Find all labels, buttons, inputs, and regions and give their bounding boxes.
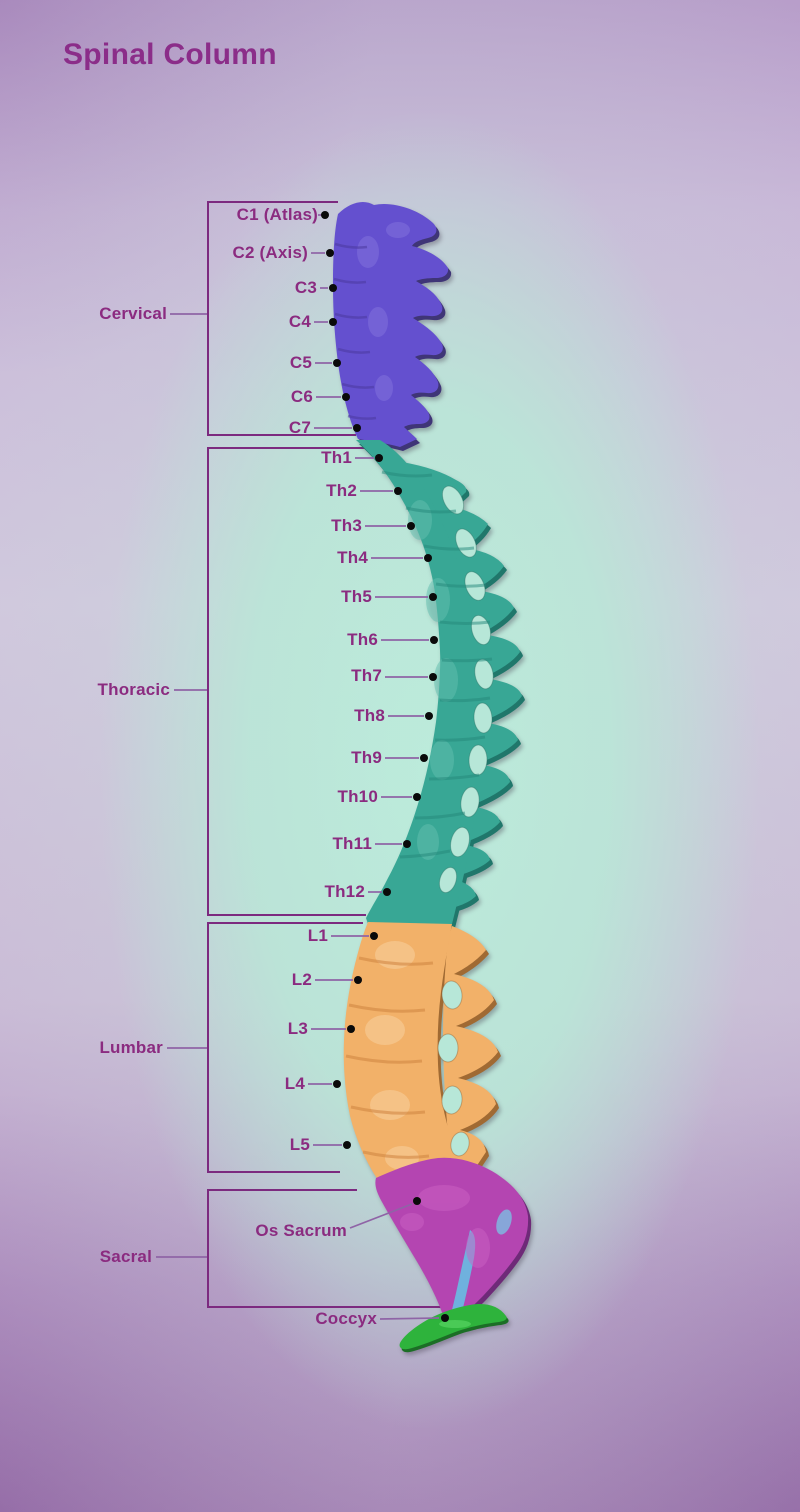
- vertebra-label-th12: Th12: [324, 882, 365, 901]
- vertebra-label-c5: C5: [289, 353, 312, 372]
- vertebra-label-c6: C6: [290, 387, 313, 406]
- lumbar-foramina: [437, 980, 470, 1157]
- part-label-coccyx: Coccyx: [315, 1309, 377, 1328]
- coccyx-bone: [399, 1304, 509, 1353]
- region-connector-lines: [156, 313, 207, 1258]
- region-brackets: [207, 201, 452, 1308]
- vertebra-label-th9: Th9: [351, 748, 382, 767]
- vertebra-label-l4: L4: [284, 1074, 305, 1093]
- part-label-os-sacrum: Os Sacrum: [255, 1221, 347, 1240]
- sacrum-bone: [375, 1157, 532, 1327]
- cervical-bracket: [207, 201, 356, 436]
- thoracic-bracket: [207, 447, 372, 916]
- region-label-lumbar: Lumbar: [99, 1038, 163, 1057]
- vertebra-label-th1: Th1: [321, 448, 352, 467]
- leader-coccyx: [379, 1317, 440, 1320]
- vertebra-label-th7: Th7: [351, 666, 382, 685]
- region-label-cervical: Cervical: [99, 304, 167, 323]
- marker-dots: [321, 211, 449, 1322]
- vertebra-label-th5: Th5: [341, 587, 372, 606]
- vertebra-label-th8: Th8: [354, 706, 385, 725]
- vertebra-label-c2: C2 (Axis): [232, 243, 308, 262]
- leader-lines: [308, 214, 440, 1320]
- vertebra-label-l1: L1: [307, 926, 328, 945]
- sacral-bracket: [207, 1189, 452, 1308]
- vertebra-label-l2: L2: [291, 970, 312, 989]
- vertebra-label-l5: L5: [289, 1135, 310, 1154]
- vertebra-label-th6: Th6: [347, 630, 378, 649]
- vertebra-label-c1: C1 (Atlas): [236, 205, 318, 224]
- vertebra-label-c4: C4: [288, 312, 311, 331]
- vertebra-label-l3: L3: [287, 1019, 308, 1038]
- vertebra-label-c3: C3: [294, 278, 317, 297]
- vertebra-label-th2: Th2: [326, 481, 357, 500]
- cervical-bones: [333, 202, 452, 451]
- vertebra-label-th10: Th10: [337, 787, 378, 806]
- leader-os-sacrum: [349, 1203, 413, 1229]
- vertebra-label-th4: Th4: [337, 548, 368, 567]
- vertebra-label-th11: Th11: [332, 834, 372, 853]
- vertebra-label-th3: Th3: [331, 516, 362, 535]
- region-label-sacral: Sacral: [99, 1247, 152, 1266]
- spine-bones: [333, 202, 532, 1353]
- thoracic-bones: [356, 440, 525, 928]
- vertebra-label-c7: C7: [288, 418, 311, 437]
- region-label-thoracic: Thoracic: [97, 680, 170, 699]
- page-title: Spinal Column: [63, 38, 277, 71]
- lumbar-bracket: [207, 922, 363, 1173]
- lumbar-bones: [343, 922, 501, 1190]
